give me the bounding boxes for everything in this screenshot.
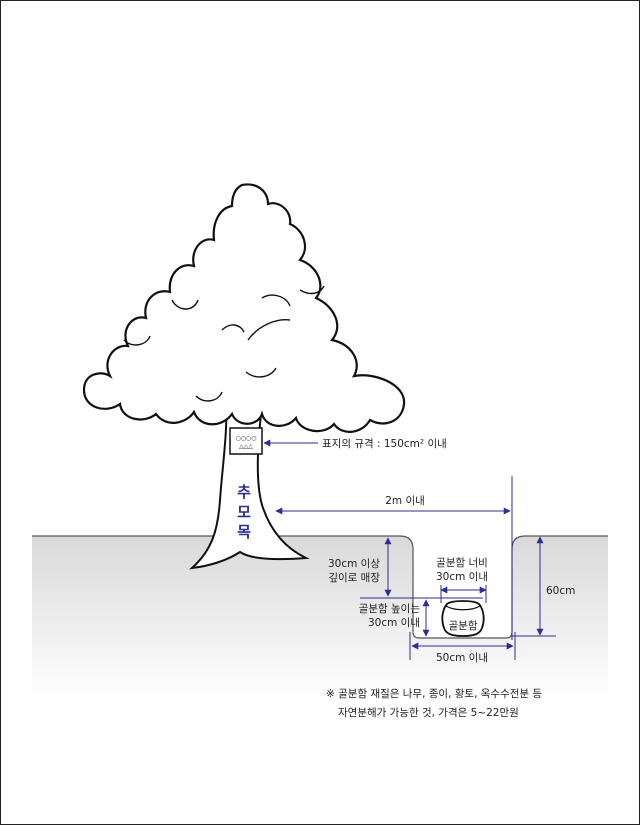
tree-label-1: 추 [237, 483, 251, 501]
pit-depth-label: 60cm [546, 585, 575, 597]
sign-symbols: ○○○○ [236, 435, 257, 442]
tree-trunk [189, 398, 310, 570]
distance-label: 2m 이내 [385, 495, 425, 507]
urn-width-label-1: 골분함 너비 [436, 557, 488, 569]
burial-depth-label-1: 30cm 이상 [328, 558, 380, 570]
pit-width-label: 50cm 이내 [436, 652, 488, 664]
ground [32, 536, 608, 700]
burial-depth-label-2: 깊이로 매장 [328, 572, 380, 584]
urn-height-label-1: 골분함 높이는 [359, 603, 421, 615]
canopy-detail [123, 285, 325, 402]
urn-label: 골분함 [449, 620, 478, 632]
urn-width-label-2: 30cm 이내 [436, 571, 488, 583]
sign-symbols: △△△ [239, 443, 253, 450]
tree-label-3: 목 [237, 523, 251, 541]
tree-label-2: 모 [237, 503, 251, 521]
memorial-sign [229, 427, 263, 455]
note-line-2: 자연분해가 가능한 것, 가격은 5~22만원 [338, 706, 519, 719]
tree-canopy [82, 183, 406, 433]
note-line-1: ※ 골분함 재질은 나무, 종이, 황토, 옥수수전분 등 [326, 688, 542, 700]
urn-height-label-2: 30cm 이내 [368, 617, 420, 629]
urn [441, 600, 485, 637]
ground-line [32, 535, 608, 639]
sign-label: 표지의 규격 : 150cm² 이내 [322, 437, 447, 450]
urn-rim [445, 605, 481, 611]
